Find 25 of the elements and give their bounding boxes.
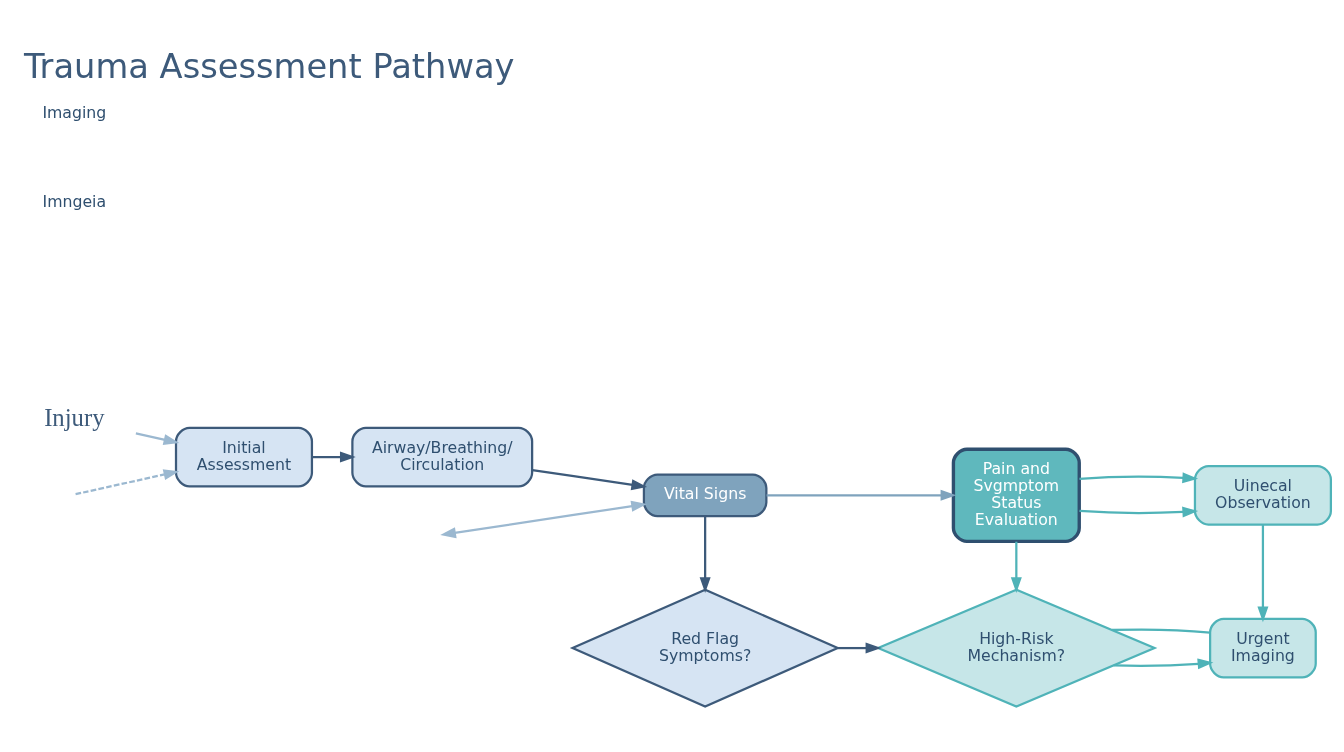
arrow — [440, 500, 647, 538]
label: Imaging — [42, 101, 107, 121]
connector — [1111, 627, 1211, 634]
arrow — [75, 468, 180, 495]
node-diamond: Red Flag Symptoms? — [569, 587, 841, 708]
arrow — [699, 515, 711, 593]
arrow — [135, 431, 180, 445]
node-box: Urgent Imaging — [1209, 617, 1317, 678]
node-box: Pain and Svgmptom Status Evaluation — [951, 447, 1081, 543]
node-box: Uinecal Observation — [1193, 464, 1332, 526]
label: Imngeia — [42, 191, 107, 211]
node-box: Vital Signs — [642, 472, 768, 517]
arrow — [837, 642, 882, 654]
arrow — [312, 451, 356, 463]
node-text: Injury — [44, 403, 105, 431]
arrow — [1079, 506, 1199, 517]
arrow — [766, 489, 957, 501]
arrow — [532, 468, 648, 490]
node-box: Airway/Breathing/ Circulation — [351, 426, 534, 487]
arrow — [1257, 524, 1269, 622]
arrow — [1113, 657, 1214, 669]
node-box: Initial Assessment — [174, 426, 314, 487]
arrow — [1079, 471, 1199, 483]
diagram-title: Trauma Assessment Pathway — [23, 46, 515, 86]
arrow — [1010, 541, 1022, 593]
